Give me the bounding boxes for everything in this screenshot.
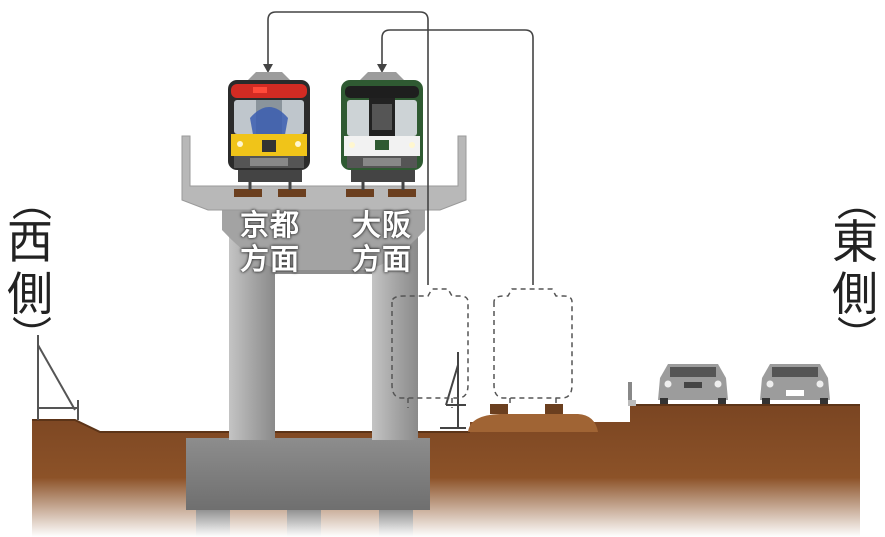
car-1 [658,364,728,404]
viaduct-deck [181,135,467,211]
track-fence [440,352,466,429]
osaka-train [341,72,423,190]
east-side-label: （ 東 側 ） [825,181,885,355]
west-side-label: （ 西 側 ） [0,181,60,355]
osaka-direction-label: 大阪 方面 [342,208,422,276]
west-fence [37,335,79,420]
west-close-paren: ） [7,315,53,355]
east-side-char: 側 [832,267,878,321]
kyoto-direction-label: 京都 方面 [230,208,310,276]
viaduct-piers [222,200,425,440]
east-close-paren: ） [832,315,878,355]
east-wall [628,382,636,406]
osaka-label-line2: 方面 [351,242,412,276]
west-char: 西 [7,215,53,269]
viaduct-foundation [186,438,430,537]
kyoto-train [228,72,310,190]
current-train-outline-east [493,288,573,406]
kyoto-label-line2: 方面 [239,242,300,276]
west-open-paren: （ [7,181,53,221]
east-char: 東 [832,215,878,269]
arrowheads [263,64,387,73]
osaka-label-line1: 大阪 [351,208,412,242]
east-open-paren: （ [832,181,878,221]
ground-track-embankment [468,404,598,432]
ground [32,404,860,537]
car-2 [760,364,830,404]
relocation-arrows [267,11,534,285]
west-side-char: 側 [7,267,53,321]
current-train-outline-west [391,288,469,408]
kyoto-label-line1: 京都 [239,208,300,242]
